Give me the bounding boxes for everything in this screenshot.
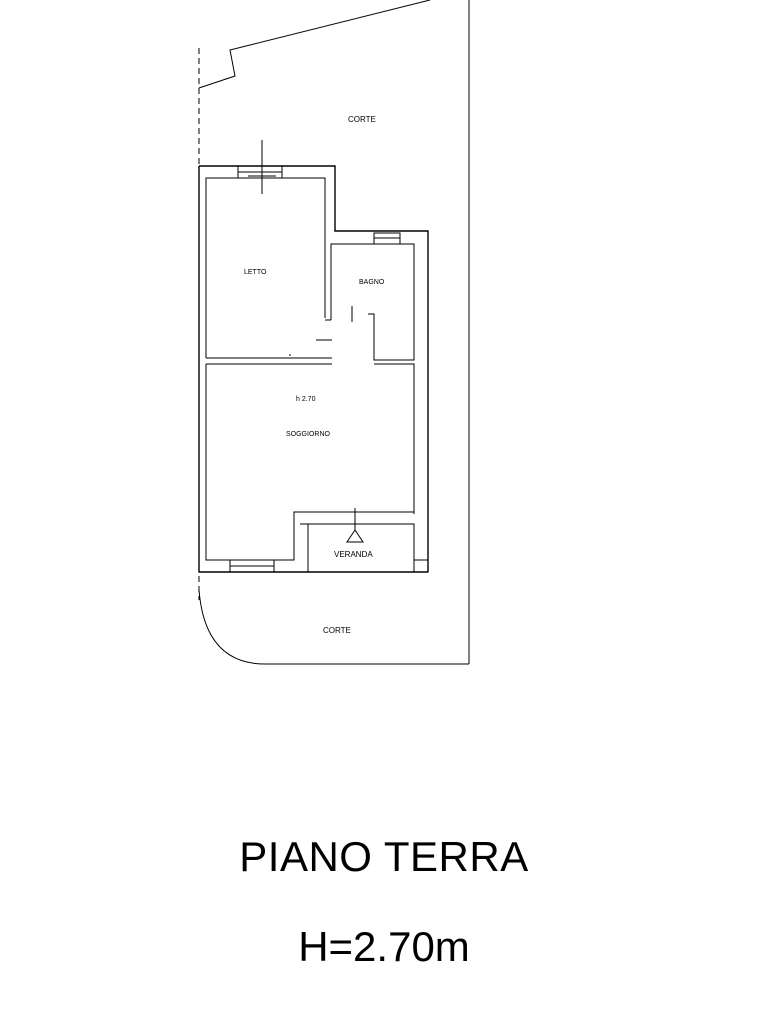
soggiorno-wall-right: [374, 363, 415, 514]
entrance-arrow-icon: [346, 529, 364, 543]
property-boundary-top: [198, 0, 431, 89]
veranda-wall: [307, 523, 428, 572]
label-height-mark: h 2.70: [296, 396, 316, 403]
bagno-wall-left: [330, 243, 415, 361]
label-corte-top: CORTE: [348, 115, 376, 124]
label-soggiorno: SOGGIORNO: [286, 431, 331, 438]
label-veranda: VERANDA: [334, 550, 373, 559]
veranda-pillar: [413, 559, 429, 573]
inner-wall-letto: [205, 177, 326, 358]
outer-wall-top-left: [199, 165, 429, 572]
label-corte-bottom: CORTE: [323, 626, 351, 635]
soggiorno-wall-bottom: [205, 364, 414, 561]
plan-height: H=2.70m: [298, 923, 470, 970]
property-boundary-bottom-curve: [198, 589, 469, 665]
label-letto: LETTO: [244, 269, 267, 276]
outer-wall-left: [198, 166, 428, 573]
floor-plan-drawing: CORTE LETTO BAGNO h 2.70 SOGGIORNO VERAN…: [198, 0, 470, 665]
plan-title: PIANO TERRA: [239, 833, 529, 880]
label-bagno: BAGNO: [359, 279, 385, 286]
